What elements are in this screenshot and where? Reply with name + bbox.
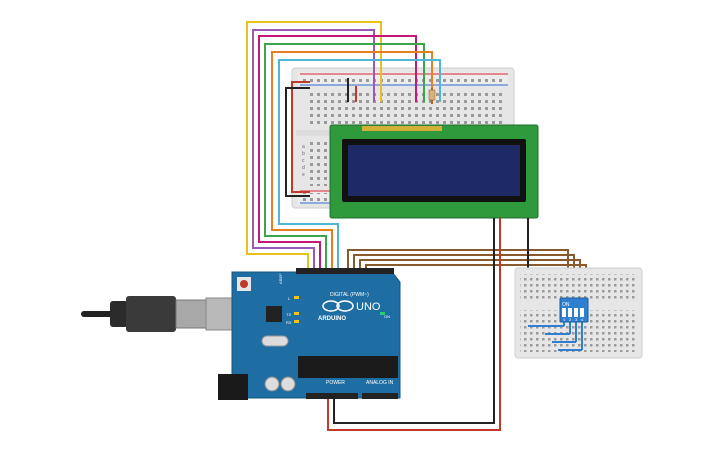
atmega-chip (298, 356, 398, 378)
row-letter: e (302, 172, 305, 178)
power-header (306, 393, 358, 399)
wire-red-left[interactable] (291, 81, 310, 193)
led-on (380, 312, 385, 315)
on-led-label: ON (384, 314, 390, 319)
wire-green[interactable] (264, 43, 425, 272)
wire-purple[interactable] (252, 29, 375, 272)
wire-black-left[interactable] (285, 87, 310, 197)
analog-header (362, 393, 398, 399)
digital-header-label: DIGITAL (PWM~) (330, 292, 369, 298)
capacitor (264, 376, 280, 392)
led-l-label: L (288, 296, 291, 301)
power-header-label: POWER (326, 380, 345, 386)
capacitor (280, 376, 296, 392)
arduino-logo-icon (322, 300, 354, 312)
power-jack[interactable] (218, 374, 248, 400)
digital-header (296, 268, 394, 274)
arduino-model: UNO (356, 301, 381, 313)
dip-switch[interactable]: ON 1 2 3 4 (559, 297, 589, 323)
potentiometer-resistor[interactable] (428, 88, 436, 104)
usb-chip (266, 306, 282, 322)
wire-red-power[interactable] (327, 218, 501, 431)
analog-header-label: ANALOG IN (366, 380, 394, 386)
dip-number: 2 (569, 317, 572, 322)
led-rx (294, 320, 299, 323)
aref-label: AREF (278, 273, 283, 284)
reset-button-cap[interactable] (240, 280, 248, 288)
row-letter: c (302, 158, 305, 164)
dip-number: 4 (581, 317, 584, 322)
arduino-brand: ARDUINO (318, 316, 346, 322)
arduino-uno[interactable]: AREF DIGITAL (PWM~) ARDUINO UNO L TX RX … (218, 268, 401, 400)
led-tx (294, 312, 299, 315)
dip-toggle-3[interactable] (574, 308, 578, 317)
lcd-module[interactable] (329, 124, 539, 219)
dip-toggle-2[interactable] (568, 308, 572, 317)
dip-on-label: ON (562, 302, 570, 308)
lcd-screen (348, 145, 520, 196)
wire-cyan[interactable] (278, 59, 441, 272)
dip-number: 3 (575, 317, 578, 322)
wire-orange[interactable] (271, 51, 433, 272)
led-l (294, 296, 299, 299)
dip-toggle-1[interactable] (562, 308, 566, 317)
wire-magenta[interactable] (258, 35, 417, 272)
lcd-header-pins (362, 126, 442, 131)
crystal-oscillator (261, 335, 289, 347)
wire-brown-2[interactable] (353, 254, 575, 278)
led-tx-label: TX (286, 312, 291, 317)
wire-black-power[interactable] (333, 218, 495, 424)
dip-number: 1 (563, 317, 566, 322)
row-letter: b (302, 151, 305, 157)
dip-toggle-4[interactable] (580, 308, 584, 317)
led-rx-label: RX (286, 320, 292, 325)
row-letter: d (302, 165, 305, 171)
usb-cable[interactable] (81, 296, 233, 332)
row-letter: a (302, 144, 305, 150)
